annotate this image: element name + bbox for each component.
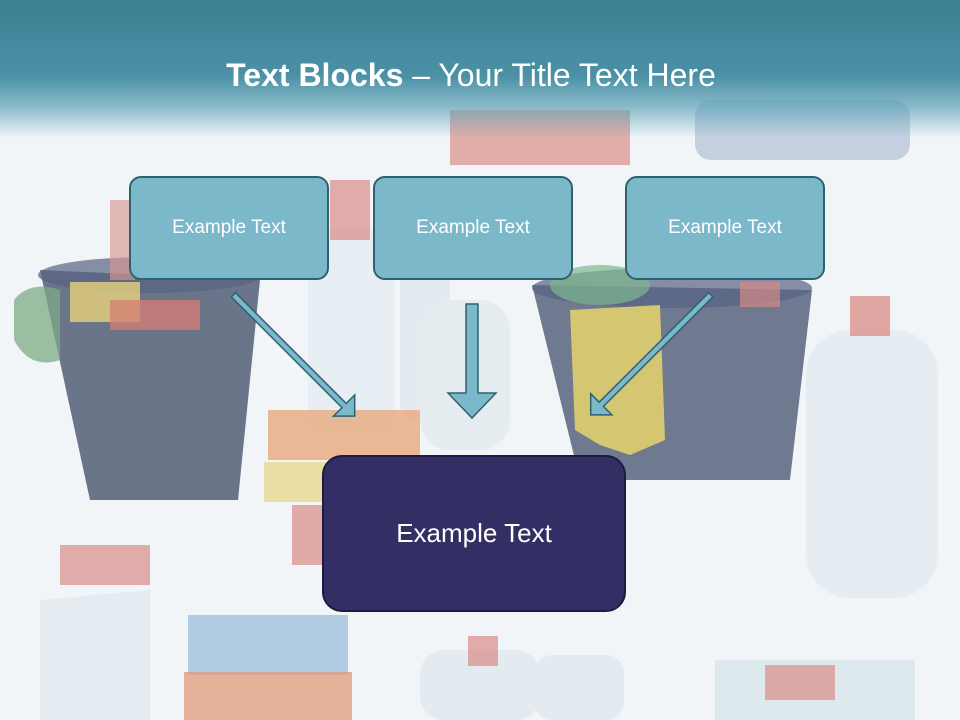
text-block-1[interactable]: Example Text — [129, 176, 329, 280]
arrow-right-to-target — [589, 291, 714, 416]
text-block-2[interactable]: Example Text — [373, 176, 573, 280]
arrow-center-to-target — [446, 303, 498, 420]
slide-title: Text Blocks – Your Title Text Here — [0, 55, 942, 95]
title-bar: Text Blocks – Your Title Text Here — [0, 0, 960, 138]
title-separator: – — [403, 57, 439, 93]
title-bold-text: Text Blocks — [226, 57, 404, 93]
title-rest-text: Your Title Text Here — [438, 57, 716, 93]
arrow-left-to-target — [230, 291, 356, 417]
target-text-block[interactable]: Example Text — [322, 455, 626, 612]
text-block-3[interactable]: Example Text — [625, 176, 825, 280]
